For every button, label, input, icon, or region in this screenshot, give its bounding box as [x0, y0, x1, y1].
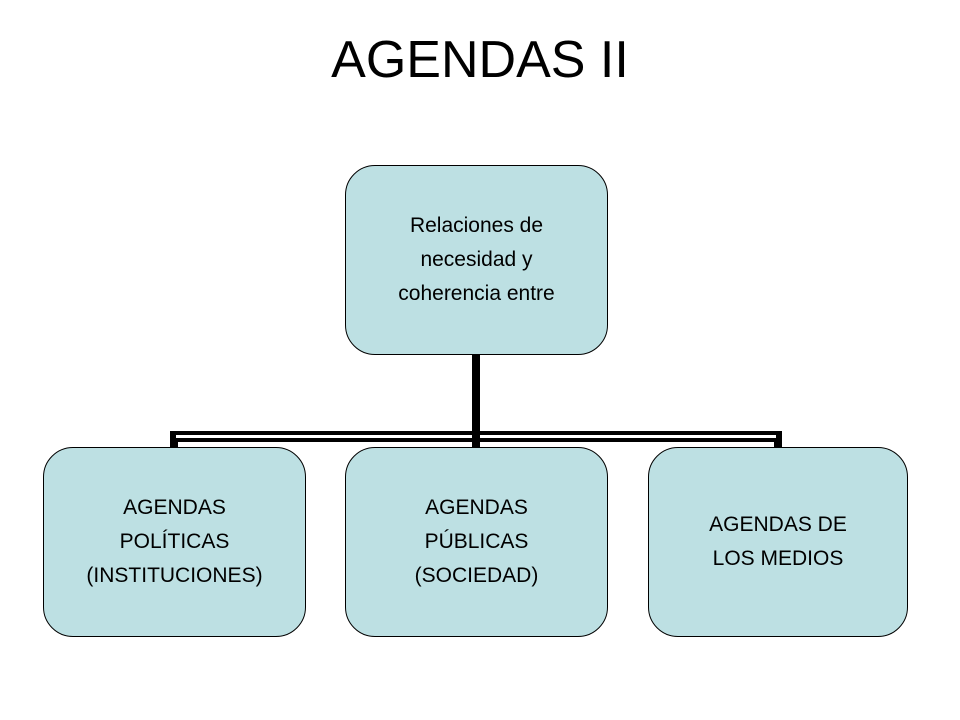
child-node-politicas-line-1: AGENDAS — [123, 496, 226, 519]
child-node-publicas-line-3: (SOCIEDAD) — [414, 564, 539, 587]
child-node-politicas-line-2: POLÍTICAS — [119, 530, 230, 553]
child-node-politicas: AGENDAS POLÍTICAS (INSTITUCIONES) — [43, 447, 306, 637]
child-node-publicas-label: AGENDAS PÚBLICAS (SOCIEDAD) — [415, 491, 539, 593]
root-node-line-2: necesidad y — [420, 248, 533, 271]
connector-drop-left — [170, 431, 178, 448]
connector-trunk — [472, 354, 480, 438]
root-node: Relaciones de necesidad y coherencia ent… — [345, 165, 608, 355]
child-node-medios-label: AGENDAS DE LOS MEDIOS — [709, 508, 847, 576]
child-node-medios: AGENDAS DE LOS MEDIOS — [648, 447, 908, 637]
child-node-politicas-label: AGENDAS POLÍTICAS (INSTITUCIONES) — [86, 491, 262, 593]
child-node-politicas-line-3: (INSTITUCIONES) — [86, 564, 263, 587]
root-node-label: Relaciones de necesidad y coherencia ent… — [398, 209, 554, 311]
child-node-medios-line-2: LOS MEDIOS — [712, 547, 844, 570]
root-node-line-1: Relaciones de — [409, 214, 544, 237]
child-node-medios-line-1: AGENDAS DE — [709, 513, 847, 536]
child-node-publicas-line-2: PÚBLICAS — [424, 530, 529, 553]
slide-title: AGENDAS II — [331, 31, 629, 89]
connector-drop-middle — [472, 431, 480, 448]
connector-bar-inner-joint — [472, 435, 480, 438]
child-node-publicas: AGENDAS PÚBLICAS (SOCIEDAD) — [345, 447, 608, 637]
connector-drop-right — [774, 431, 782, 448]
root-node-line-3: coherencia entre — [398, 282, 555, 305]
child-node-publicas-line-1: AGENDAS — [425, 496, 528, 519]
